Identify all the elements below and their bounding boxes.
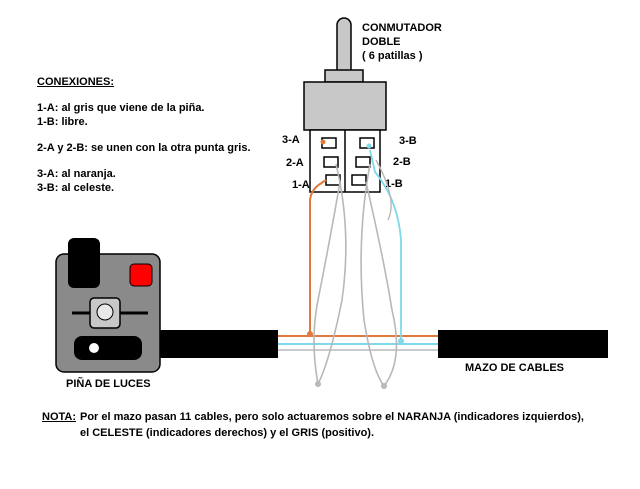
pin-1a <box>325 174 341 186</box>
gray-wire <box>375 159 392 221</box>
connections-line-4: 3-A: al naranja. <box>37 168 116 180</box>
pin-label-1b: 1-B <box>385 178 403 190</box>
pina-black-button <box>68 238 100 288</box>
connections-line-3: 2-A y 2-B: se unen con la otra punta gri… <box>37 142 251 154</box>
gray-wire-loop <box>381 383 387 389</box>
pina-bottom-switch <box>74 336 142 360</box>
pina-label: PIÑA DE LUCES <box>66 378 151 390</box>
pin-2b <box>355 156 371 168</box>
orange-wire-junction <box>320 139 326 145</box>
pin-label-2b: 2-B <box>393 156 411 168</box>
connections-heading: CONEXIONES: <box>37 76 115 88</box>
cable-bundle-left <box>158 330 278 358</box>
pin-label-3b: 3-B <box>399 135 417 147</box>
pin-3b <box>359 137 375 149</box>
pin-label-2a: 2-A <box>286 157 304 169</box>
gray-wire <box>360 163 385 387</box>
gray-wire <box>313 181 341 385</box>
note-line-2: el CELESTE (indicadores derechos) y el G… <box>80 427 375 439</box>
connections-line-2: 1-B: libre. <box>37 116 88 128</box>
pin-label-3a: 3-A <box>282 134 300 146</box>
gray-wire <box>365 181 398 387</box>
pin-2a <box>323 156 339 168</box>
switch-lever <box>336 17 352 79</box>
lightblue-wire <box>369 149 402 342</box>
mazo-label: MAZO DE CABLES <box>465 362 564 374</box>
note-line-1: Por el mazo pasan 11 cables, pero solo a… <box>80 411 584 423</box>
lightblue-wire-junction <box>366 143 372 149</box>
switch-title-line1: CONMUTADOR <box>362 22 442 34</box>
note-label: NOTA: <box>42 411 77 423</box>
switch-lever-base <box>324 69 364 83</box>
connections-line-1: 1-A: al gris que viene de la piña. <box>37 102 205 114</box>
pin-label-1a: 1-A <box>292 179 310 191</box>
pina-red-button <box>129 263 153 287</box>
switch-body <box>303 81 387 131</box>
orange-wire <box>309 179 327 336</box>
connections-line-5: 3-B: al celeste. <box>37 182 115 194</box>
cable-bundle-right <box>438 330 608 358</box>
gray-wire <box>317 163 347 385</box>
gray-wire-loop <box>315 381 321 387</box>
lightblue-wire-junction <box>398 338 404 344</box>
orange-wire-junction <box>307 331 313 337</box>
switch-title-line3: ( 6 patillas ) <box>362 50 423 62</box>
pin-1b <box>351 174 367 186</box>
switch-title-line2: DOBLE <box>362 36 401 48</box>
